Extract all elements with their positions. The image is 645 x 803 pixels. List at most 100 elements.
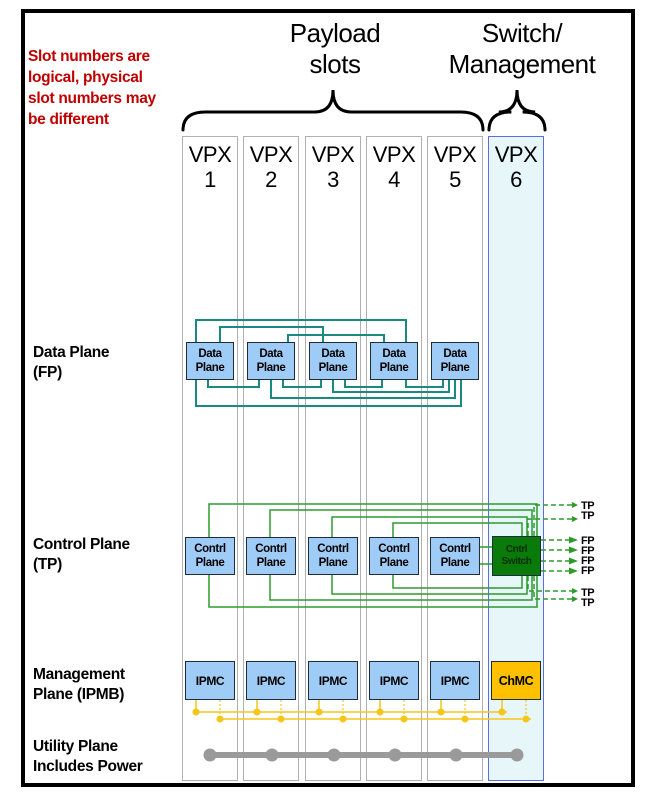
slot-numbering-note: Slot numbers are logical, physical slot … xyxy=(28,48,156,128)
box-label-line: Plane xyxy=(379,557,409,569)
ipmc-box-4: IPMC xyxy=(369,661,419,700)
box-label-line: Data xyxy=(382,348,406,360)
slot-title-number: 4 xyxy=(388,167,400,192)
external-port-label-fp: FP xyxy=(581,555,595,567)
management-plane-label: Management Plane (IPMB) xyxy=(33,665,125,705)
ipmb-node-a xyxy=(376,708,384,716)
box-label-line: Data xyxy=(443,348,467,360)
external-tp-link-top-1 xyxy=(533,504,572,536)
slot-title-name: VPX xyxy=(311,142,355,167)
ipmc-box-5: IPMC xyxy=(430,661,480,700)
power-node xyxy=(203,748,217,762)
box-label-line: IPMC xyxy=(318,673,348,688)
ipmc-box-5-label: IPMC xyxy=(441,674,470,688)
box-label-line: Plane xyxy=(379,362,409,374)
ipmb-node-a xyxy=(498,708,506,716)
data-link-lower-7 xyxy=(195,380,462,407)
utility-plane-label-line1: Utility Plane xyxy=(33,738,118,755)
power-node xyxy=(265,748,279,762)
external-port-label-tp: TP xyxy=(581,500,595,512)
control-plane-label-line1: Control Plane xyxy=(33,536,130,553)
box-label-line: Plane xyxy=(256,362,286,374)
control-link-upper-1 xyxy=(208,503,538,537)
ipmc-box-3-label: IPMC xyxy=(318,673,348,688)
data-link-lower-1 xyxy=(207,380,260,388)
slot-title-number: 1 xyxy=(204,167,216,192)
box-label-line: Data xyxy=(321,348,345,360)
data-plane-label: Data Plane (FP) xyxy=(33,343,110,383)
data-plane-label-line2: (FP) xyxy=(33,364,62,381)
ipmb-node-a xyxy=(192,708,200,716)
slot-title-name: VPX xyxy=(188,142,232,167)
control-link-lower-3 xyxy=(331,575,528,595)
box-label-line: Plane xyxy=(195,557,225,569)
ipmc-box-2: IPMC xyxy=(246,661,296,700)
ipmc-box-1: IPMC xyxy=(185,661,235,700)
arrow-icon xyxy=(572,516,578,522)
payload-slots-title: Payload slots xyxy=(245,18,425,80)
slot-title-name: VPX xyxy=(372,142,416,167)
external-port-label-fp: FP xyxy=(581,535,595,547)
slot-title-number: 3 xyxy=(327,167,339,192)
box-label-line: ChMC xyxy=(498,673,534,688)
box-label-line: IPMC xyxy=(195,673,225,688)
switch-management-title: Switch/ Management xyxy=(432,18,612,80)
power-node xyxy=(510,748,524,762)
external-tp-link-bottom-2 xyxy=(533,576,572,600)
ipmc-box-1-label: IPMC xyxy=(195,673,225,688)
ipmb-node-b xyxy=(216,715,224,723)
ipmb-node-b xyxy=(461,715,469,723)
chmc-box: ChMC xyxy=(491,661,541,700)
control-link-upper-2 xyxy=(269,509,533,537)
external-port-label-tp: TP xyxy=(581,597,595,609)
slot-title-number: 5 xyxy=(449,167,461,192)
payload-title-line2: slots xyxy=(309,49,361,79)
management-plane-label-line1: Management xyxy=(33,666,125,683)
power-node xyxy=(388,748,402,762)
box-label-line: Plane xyxy=(318,557,348,569)
ipmb-node-a xyxy=(253,708,261,716)
data-link-upper-3 xyxy=(287,334,385,342)
data-link-lower-6 xyxy=(270,380,456,399)
control-link-lower-1 xyxy=(208,575,538,608)
box-label-line: Contrl xyxy=(378,543,410,555)
external-port-label-tp: TP xyxy=(581,510,595,522)
control-link-upper-3 xyxy=(331,516,528,537)
external-port-label-fp: FP xyxy=(581,565,595,577)
ipmb-node-b xyxy=(339,715,347,723)
box-label-line: IPMC xyxy=(379,673,409,688)
switch-title-line1: Switch/ xyxy=(481,18,563,48)
power-node xyxy=(449,748,463,762)
control-plane-label: Control Plane (TP) xyxy=(33,535,130,575)
arrow-icon xyxy=(569,557,578,565)
utility-plane-label-line2: Includes Power xyxy=(33,758,143,775)
payload-slots-brace xyxy=(181,89,485,132)
ipmb-node-b xyxy=(400,715,408,723)
arrow-icon xyxy=(572,596,578,602)
data-link-lower-2 xyxy=(282,380,322,388)
ipmb-node-a xyxy=(315,708,323,716)
utility-plane-label: Utility Plane Includes Power xyxy=(33,737,143,777)
box-label-line: Data xyxy=(259,348,283,360)
ipmc-box-3: IPMC xyxy=(308,661,358,700)
external-tp-link-bottom-1 xyxy=(527,576,572,592)
ipmc-box-2-label: IPMC xyxy=(257,674,286,688)
